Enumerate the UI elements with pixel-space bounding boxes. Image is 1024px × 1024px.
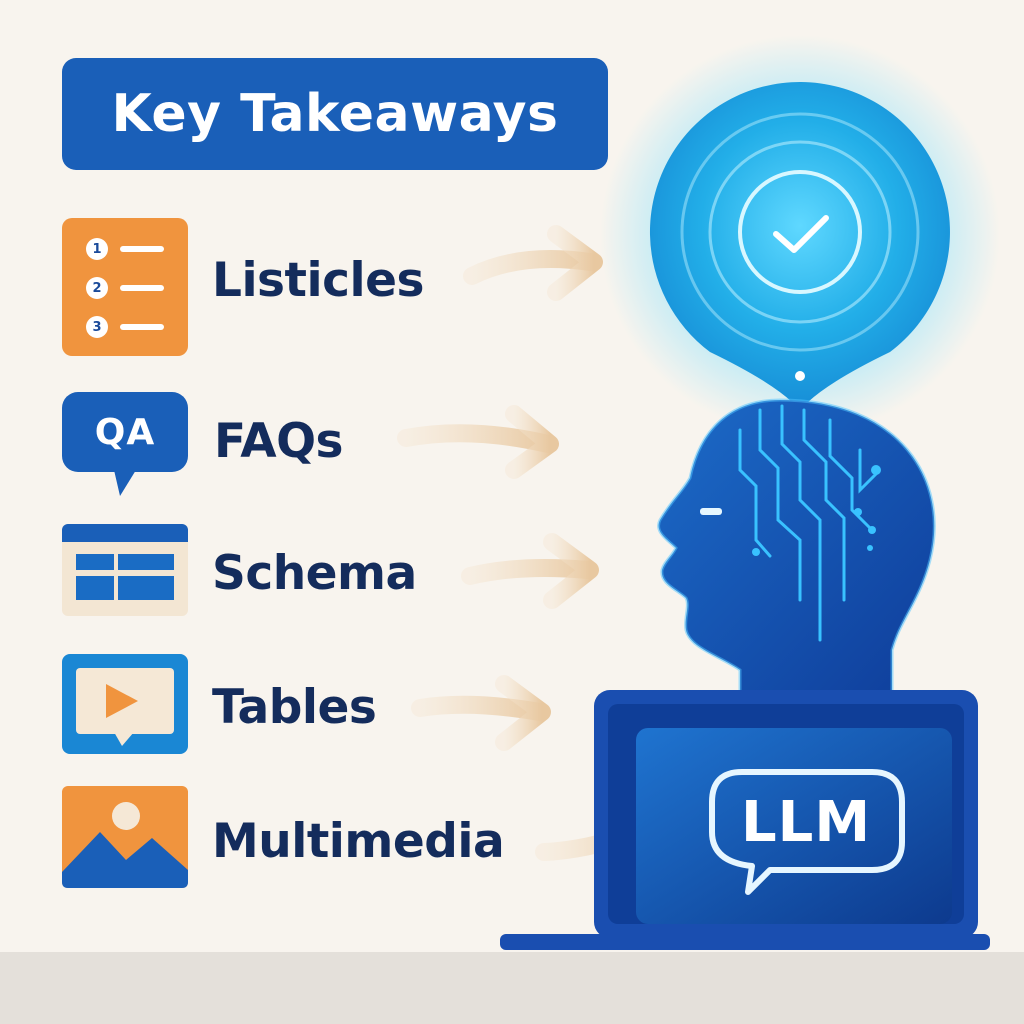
ai-head <box>657 398 936 702</box>
list-number-3: 3 <box>86 316 108 338</box>
item-label-listicles: Listicles <box>212 253 424 308</box>
laptop-base <box>500 934 990 950</box>
list-number-2: 2 <box>86 277 108 299</box>
item-label-multimedia: Multimedia <box>212 814 505 869</box>
item-label-faqs: FAQs <box>214 414 344 469</box>
title-banner: Key Takeaways <box>62 58 608 170</box>
llm-bubble <box>709 769 905 895</box>
schema-grid-icon <box>62 524 188 616</box>
item-label-schema: Schema <box>212 546 417 601</box>
arrow-tables <box>411 675 551 751</box>
arrow-schema <box>461 533 599 609</box>
qa-speech-bubble-icon <box>62 392 188 496</box>
ai-eye <box>700 508 722 515</box>
image-mountain-icon <box>62 786 188 888</box>
check-circle <box>738 170 862 294</box>
arrow-listicles <box>463 225 603 301</box>
circuit-lines <box>738 404 878 642</box>
llm-label: LLM <box>740 789 872 855</box>
arrow-faqs <box>397 405 559 479</box>
check-icon <box>773 215 829 253</box>
floor-band <box>0 952 1024 1024</box>
page-title: Key Takeaways <box>111 84 559 144</box>
qa-icon-text: QA <box>94 411 156 453</box>
item-label-tables: Tables <box>212 680 377 735</box>
list-number-1: 1 <box>86 238 108 260</box>
video-play-icon <box>62 654 188 754</box>
